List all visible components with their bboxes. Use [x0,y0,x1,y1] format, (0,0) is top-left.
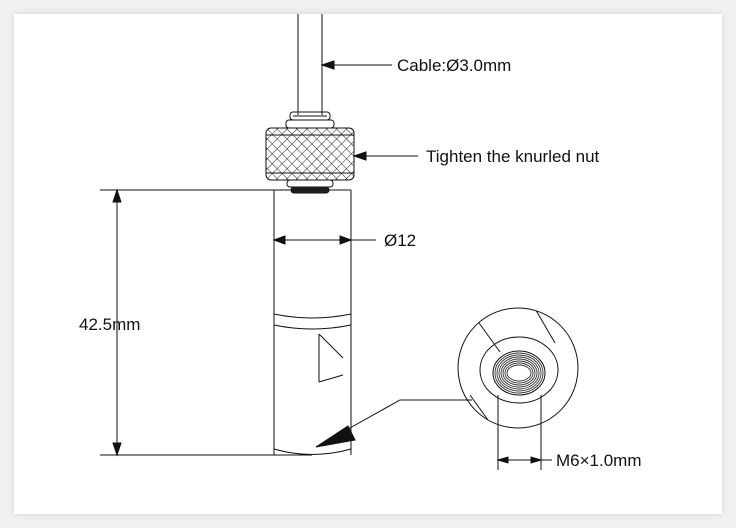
knurled-nut-label: Tighten the knurled nut [426,147,600,166]
lower-thread [286,179,334,194]
thread-detail [457,307,579,470]
drawing-card [14,14,722,514]
diameter-label: Ø12 [384,231,416,250]
upper-thread [285,111,335,129]
cable-leader [320,60,392,70]
thread-label: M6×1.0mm [556,451,642,470]
cable [297,14,323,115]
probe-body [273,189,352,455]
length-label: 42.5mm [79,315,140,334]
length-dimension [100,188,312,457]
knurled-leader [352,151,418,161]
cable-label: Cable:Ø3.0mm [397,56,511,75]
diameter-dimension [272,235,376,245]
knurled-nut [265,127,355,181]
thread-dimension [496,456,552,464]
detail-leader [315,399,472,448]
